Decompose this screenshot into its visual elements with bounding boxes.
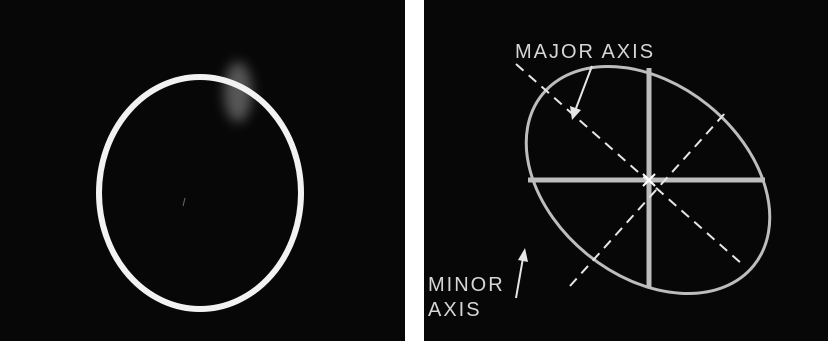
circular-trace-svg — [0, 0, 405, 341]
major-axis-arrow — [570, 66, 592, 120]
minor-axis-label-line1: MINOR — [428, 274, 505, 296]
minor-axis-label-line2: AXIS — [428, 299, 482, 321]
trace-artifact — [183, 198, 185, 206]
major-axis-label: MAJOR AXIS — [515, 41, 655, 63]
major-axis-line — [516, 64, 742, 264]
circular-trace-panel — [0, 0, 405, 341]
circle-trace — [99, 77, 301, 309]
elliptical-trace-svg: MAJOR AXIS MINOR AXIS — [424, 0, 828, 341]
minor-axis-arrow — [516, 248, 528, 298]
elliptical-trace-panel: MAJOR AXIS MINOR AXIS — [424, 0, 828, 341]
